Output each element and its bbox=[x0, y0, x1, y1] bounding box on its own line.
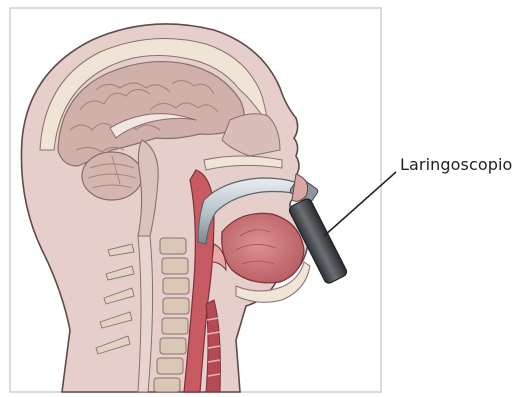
callout-label: Laringoscopio bbox=[400, 155, 512, 174]
cerebellum bbox=[82, 152, 142, 200]
tongue bbox=[222, 213, 304, 282]
